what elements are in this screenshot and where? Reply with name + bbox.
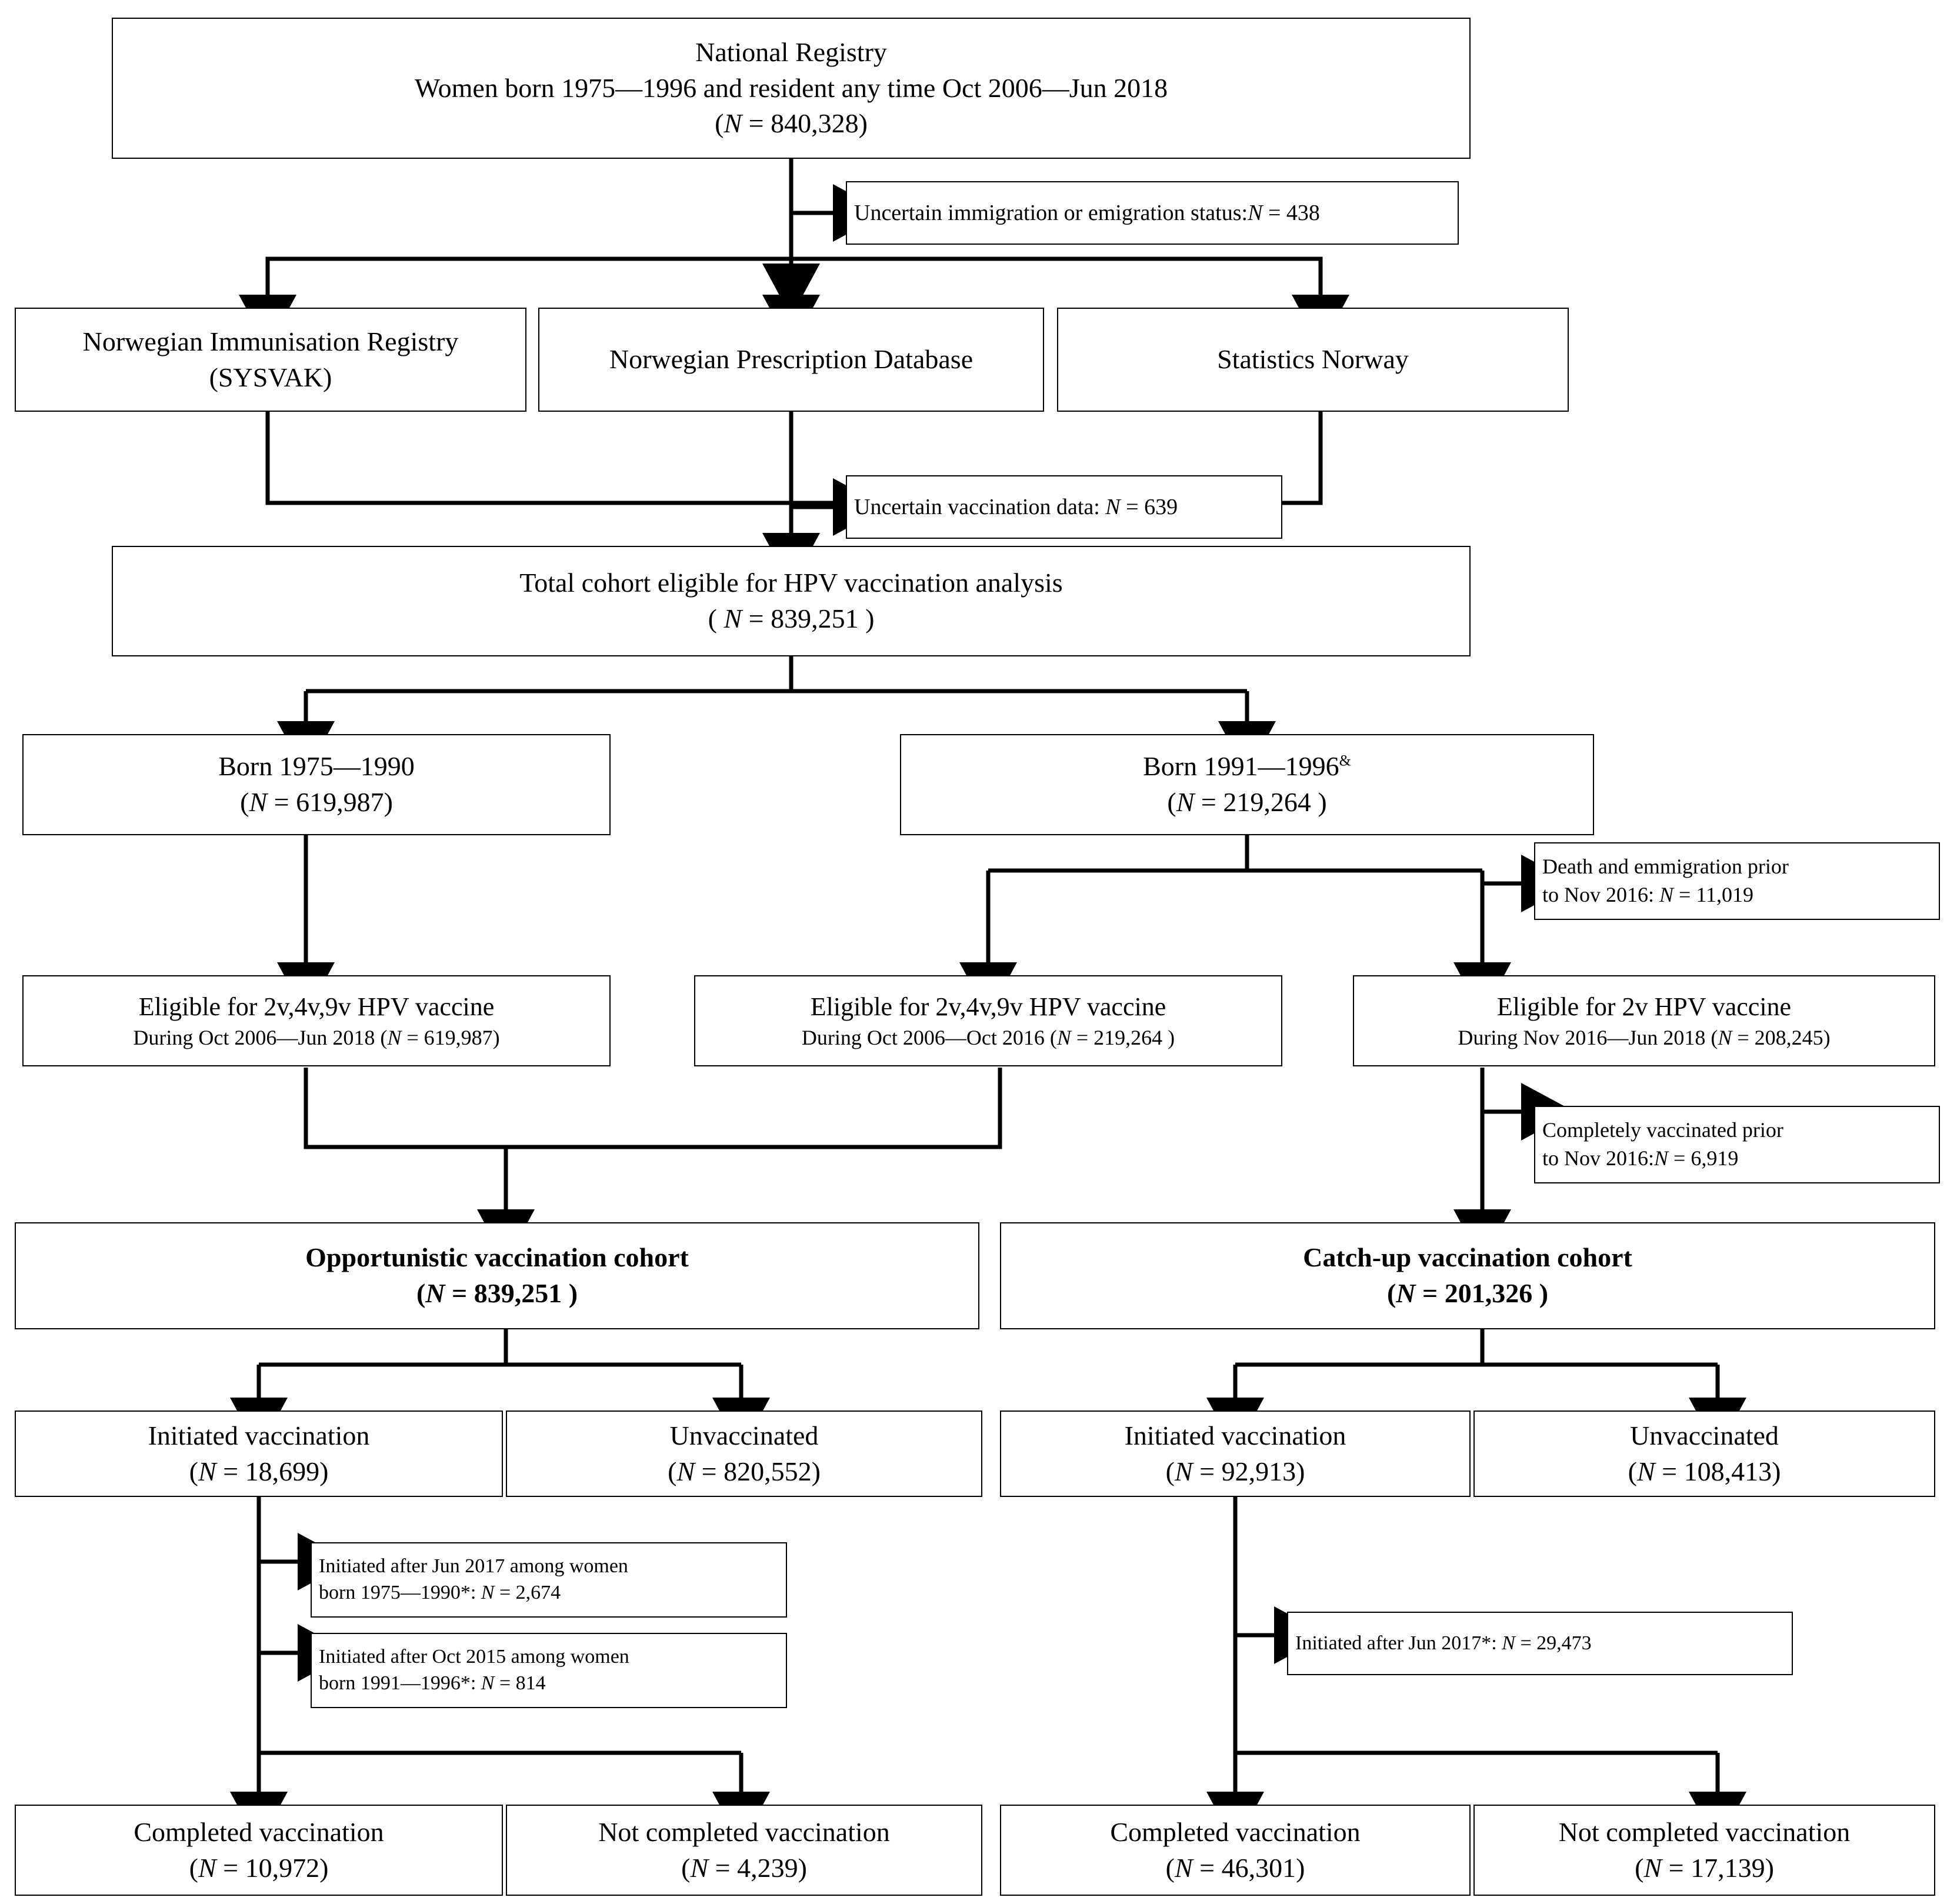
national-registry-line3: (N = 840,328) (715, 108, 868, 139)
exclusion-immigration-line1: Uncertain immigration or emigration stat… (854, 200, 1320, 225)
statistics-norway-line1: Statistics Norway (1217, 344, 1409, 375)
catchup-cohort-line2: (N = 201,326 ) (1386, 1278, 1549, 1308)
node-exclusion-immigration: Uncertain immigration or emigration stat… (846, 181, 1459, 245)
opportunistic-unvaccinated-line2: (N = 820,552) (668, 1456, 821, 1486)
opportunistic-not-completed-line2: (N = 4,239) (681, 1852, 807, 1883)
born-1975-1990-line2: (N = 619,987) (240, 787, 393, 817)
opportunistic-cohort-line1: Opportunistic vaccination cohort (305, 1242, 689, 1273)
born-1991-1996-line2: (N = 219,264 ) (1167, 787, 1327, 817)
exclusion-completely-vaccinated-line2: to Nov 2016:N = 6,919 (1542, 1146, 1739, 1170)
total-cohort-line2: ( N = 839,251 ) (708, 603, 875, 633)
node-opportunistic-initiated: Initiated vaccination (N = 18,699) (15, 1411, 503, 1497)
sysvak-line1: Norwegian Immunisation Registry (82, 326, 459, 356)
national-registry-line1: National Registry (695, 36, 887, 67)
born-1991-1996-label: Born 1991—1996 (1143, 751, 1339, 782)
eligible-right-line2: During Nov 2016—Jun 2018 (N = 208,245) (1458, 1025, 1831, 1049)
opportunistic-completed-line1: Completed vaccination (134, 1816, 384, 1847)
node-opportunistic-not-completed: Not completed vaccination (N = 4,239) (506, 1805, 982, 1896)
opportunistic-unvaccinated-line1: Unvaccinated (669, 1420, 819, 1450)
node-catchup-cohort: Catch-up vaccination cohort (N = 201,326… (1000, 1222, 1935, 1329)
exclusion-completely-vaccinated-line1: Completely vaccinated prior (1542, 1118, 1783, 1142)
catchup-initiated-line2: (N = 92,913) (1165, 1456, 1305, 1486)
node-catchup-completed: Completed vaccination (N = 46,301) (1000, 1805, 1471, 1896)
node-exclusion-opp-oct2015: Initiated after Oct 2015 among women bor… (311, 1633, 787, 1708)
eligible-left-line1: Eligible for 2v,4v,9v HPV vaccine (138, 992, 495, 1021)
catchup-unvaccinated-line2: (N = 108,413) (1628, 1456, 1781, 1486)
exclusion-catch-jun2017-line1: Initiated after Jun 2017*: N = 29,473 (1295, 1632, 1592, 1654)
opportunistic-not-completed-line1: Not completed vaccination (598, 1816, 890, 1847)
opportunistic-initiated-line2: (N = 18,699) (189, 1456, 329, 1486)
node-catchup-initiated: Initiated vaccination (N = 92,913) (1000, 1411, 1471, 1497)
born-1991-1996-line1: Born 1991—1996& (901, 749, 1593, 785)
exclusion-opp-jun2017-line1: Initiated after Jun 2017 among women (319, 1555, 628, 1578)
exclusion-death-emigration-line2: to Nov 2016: N = 11,019 (1542, 883, 1753, 906)
national-registry-line2: Women born 1975—1996 and resident any ti… (414, 72, 1168, 103)
node-national-registry: National Registry Women born 1975—1996 a… (112, 18, 1471, 159)
exclusion-opp-oct2015-line1: Initiated after Oct 2015 among women (319, 1646, 629, 1668)
exclusion-death-emigration-line1: Death and emmigration prior (1542, 855, 1789, 879)
total-cohort-line1: Total cohort eligible for HPV vaccinatio… (519, 568, 1063, 598)
node-catchup-not-completed: Not completed vaccination (N = 17,139) (1473, 1805, 1935, 1896)
node-born-1991-1996: Born 1991—1996& (N = 219,264 ) (900, 734, 1594, 835)
node-opportunistic-unvaccinated: Unvaccinated (N = 820,552) (506, 1411, 982, 1497)
eligible-mid-line2: During Oct 2006—Oct 2016 (N = 219,264 ) (801, 1025, 1175, 1049)
node-exclusion-opp-jun2017: Initiated after Jun 2017 among women bor… (311, 1542, 787, 1618)
node-statistics-norway: Statistics Norway (1057, 308, 1569, 412)
exclusion-opp-oct2015-line2: born 1991—1996*: N = 814 (319, 1672, 546, 1694)
born-1991-1996-superscript: & (1339, 752, 1351, 769)
catchup-not-completed-line2: (N = 17,139) (1635, 1852, 1774, 1883)
prescription-database-line1: Norwegian Prescription Database (609, 344, 974, 375)
eligible-left-line2: During Oct 2006—Jun 2018 (N = 619,987) (133, 1025, 500, 1049)
catchup-cohort-line1: Catch-up vaccination cohort (1303, 1242, 1632, 1273)
sysvak-line2: (SYSVAK) (209, 362, 332, 392)
node-total-cohort: Total cohort eligible for HPV vaccinatio… (112, 546, 1471, 656)
catchup-completed-line1: Completed vaccination (1110, 1816, 1361, 1847)
node-sysvak: Norwegian Immunisation Registry (SYSVAK) (15, 308, 526, 412)
node-prescription-database: Norwegian Prescription Database (538, 308, 1044, 412)
node-opportunistic-cohort: Opportunistic vaccination cohort (N = 83… (15, 1222, 979, 1329)
opportunistic-initiated-line1: Initiated vaccination (148, 1420, 370, 1450)
node-eligible-mid: Eligible for 2v,4v,9v HPV vaccine During… (694, 975, 1282, 1066)
node-opportunistic-completed: Completed vaccination (N = 10,972) (15, 1805, 503, 1896)
opportunistic-cohort-line2: (N = 839,251 ) (416, 1278, 578, 1308)
exclusion-vaccination-data-line1: Uncertain vaccination data: N = 639 (854, 494, 1178, 519)
node-eligible-left: Eligible for 2v,4v,9v HPV vaccine During… (22, 975, 611, 1066)
node-born-1975-1990: Born 1975—1990 (N = 619,987) (22, 734, 611, 835)
eligible-right-line1: Eligible for 2v HPV vaccine (1496, 992, 1792, 1021)
node-exclusion-completely-vaccinated: Completely vaccinated prior to Nov 2016:… (1534, 1106, 1940, 1183)
born-1975-1990-line1: Born 1975—1990 (218, 751, 415, 782)
opportunistic-completed-line2: (N = 10,972) (189, 1852, 329, 1883)
catchup-unvaccinated-line1: Unvaccinated (1630, 1420, 1779, 1450)
node-eligible-right: Eligible for 2v HPV vaccine During Nov 2… (1353, 975, 1935, 1066)
node-exclusion-vaccination-data: Uncertain vaccination data: N = 639 (846, 475, 1282, 539)
catchup-initiated-line1: Initiated vaccination (1124, 1420, 1346, 1450)
catchup-not-completed-line1: Not completed vaccination (1558, 1816, 1851, 1847)
node-exclusion-death-emigration: Death and emmigration prior to Nov 2016:… (1534, 842, 1940, 920)
node-catchup-unvaccinated: Unvaccinated (N = 108,413) (1473, 1411, 1935, 1497)
eligible-mid-line1: Eligible for 2v,4v,9v HPV vaccine (810, 992, 1166, 1021)
exclusion-opp-jun2017-line2: born 1975—1990*: N = 2,674 (319, 1582, 561, 1603)
catchup-completed-line2: (N = 46,301) (1165, 1852, 1305, 1883)
node-exclusion-catch-jun2017: Initiated after Jun 2017*: N = 29,473 (1287, 1612, 1793, 1675)
